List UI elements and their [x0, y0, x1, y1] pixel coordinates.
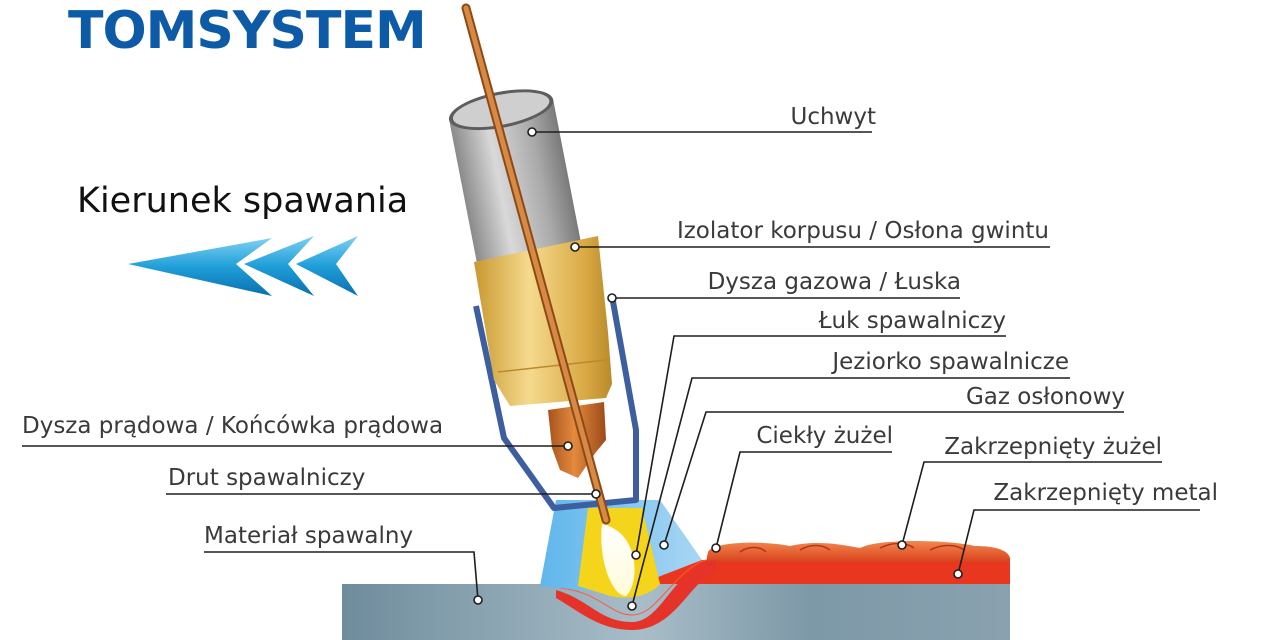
- label-welding-arc: Łuk spawalniczy: [818, 308, 1006, 334]
- welding-wire: [461, 3, 611, 525]
- contact-tip: [548, 402, 606, 478]
- leader-lines: [22, 127, 1200, 611]
- label-shielding-gas: Gaz osłonowy: [966, 384, 1125, 410]
- label-solidified-metal: Zakrzepnięty metal: [993, 480, 1218, 506]
- label-welding-wire: Drut spawalniczy: [168, 465, 365, 491]
- label-weld-pool: Jeziorko spawalnicze: [830, 349, 1069, 375]
- solidified-slag: [706, 541, 1010, 562]
- gas-nozzle: [473, 295, 639, 511]
- body-insulator: [474, 236, 612, 406]
- brand-logo: TOMSYSTEM: [68, 1, 426, 61]
- solidified-metal: [640, 560, 1010, 584]
- label-body-insulator: Izolator korpusu / Osłona gwintu: [677, 218, 1049, 244]
- label-contact-tip: Dysza prądowa / Końcówka prądowa: [22, 413, 443, 439]
- label-solidified-slag: Zakrzepnięty żużel: [944, 434, 1162, 460]
- label-gas-nozzle: Dysza gazowa / Łuska: [708, 269, 961, 295]
- label-handle: Uchwyt: [791, 104, 877, 130]
- weld-pool: [556, 560, 716, 630]
- part-labels: Uchwyt Izolator korpusu / Osłona gwintu …: [22, 104, 1218, 549]
- welding-direction-label: Kierunek spawania: [77, 181, 408, 221]
- welding-direction-arrows-icon: [128, 236, 358, 296]
- label-liquid-slag: Ciekły żużel: [756, 423, 893, 449]
- label-base-material: Materiał spawalny: [204, 523, 413, 549]
